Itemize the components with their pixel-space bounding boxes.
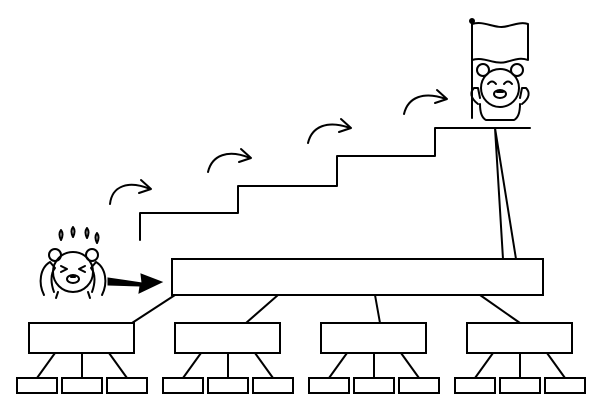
step-arrow-2 bbox=[207, 148, 252, 173]
leaf-box bbox=[398, 377, 440, 394]
mid-box-3 bbox=[320, 322, 427, 354]
mid-box-2 bbox=[174, 322, 281, 354]
main-box bbox=[171, 258, 544, 296]
stressed-bear-icon bbox=[39, 226, 107, 299]
top-step-connector bbox=[494, 127, 517, 260]
leaf-box bbox=[353, 377, 395, 394]
leaf-box bbox=[207, 377, 249, 394]
leaf-box bbox=[16, 377, 58, 394]
mid-box-1 bbox=[28, 322, 135, 354]
main-to-mid-connectors bbox=[131, 294, 521, 324]
right-arrow-icon bbox=[107, 273, 164, 294]
leaf-box bbox=[61, 377, 103, 394]
leaf-group-4 bbox=[454, 352, 586, 394]
happy-bear-flag-icon bbox=[469, 18, 530, 121]
leaf-group-1 bbox=[16, 352, 148, 394]
leaf-box bbox=[499, 377, 541, 394]
staircase bbox=[139, 127, 531, 241]
mid-box-4 bbox=[466, 322, 573, 354]
leaf-box bbox=[252, 377, 294, 394]
step-arrow-1 bbox=[109, 179, 152, 205]
leaf-group-3 bbox=[308, 352, 440, 394]
leaf-box bbox=[544, 377, 586, 394]
leaf-box bbox=[106, 377, 148, 394]
leaf-box bbox=[162, 377, 204, 394]
leaf-group-2 bbox=[162, 352, 294, 394]
leaf-box bbox=[308, 377, 350, 394]
step-arrow-4 bbox=[403, 89, 448, 115]
step-arrow-3 bbox=[307, 118, 352, 144]
leaf-box bbox=[454, 377, 496, 394]
